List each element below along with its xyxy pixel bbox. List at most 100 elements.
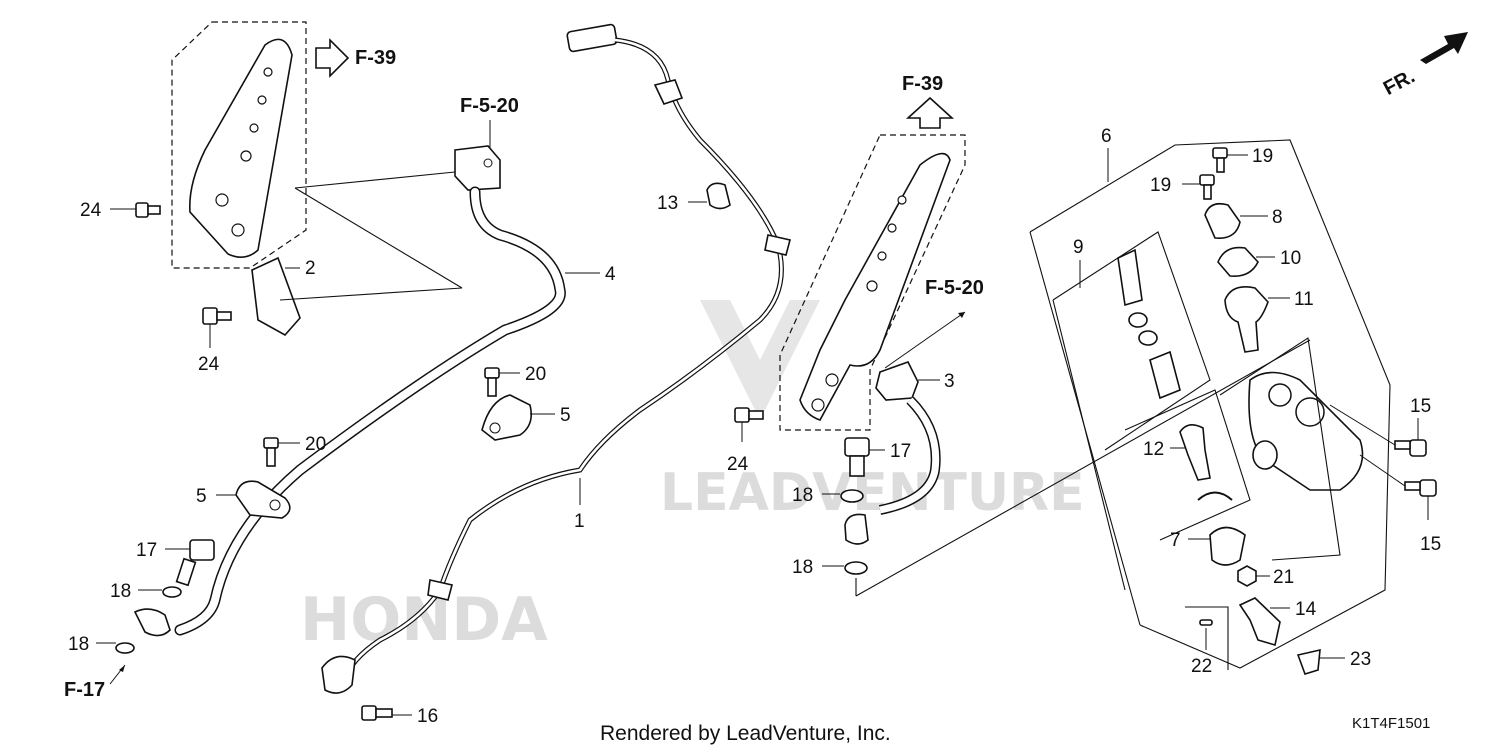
ref-f39-right: F-39 [902,73,943,95]
diaphragm-11 [1224,286,1269,353]
hose-joint-group: F-5-20 [279,95,519,301]
banjo-fitting-right [844,513,869,545]
master-cylinder-body [1248,371,1364,491]
bolt-16 [361,705,393,721]
callout-14: 14 [1295,599,1317,620]
watermark-brand: LEADVENTURE [660,463,1085,523]
sealing-washer-18d [844,561,868,575]
callout-5a: 5 [196,486,207,507]
direction-label: FR. [1380,65,1419,100]
callout-18b: 18 [68,634,89,655]
callout-21: 21 [1273,567,1294,588]
callout-1: 1 [574,511,585,532]
piston-icon [1149,350,1181,400]
brake-hose-3: 3 [844,361,955,545]
ref-f5-20-right: F-5-20 [925,277,984,299]
bolt-24-lower [202,307,232,325]
pin-bracket-line [1185,606,1229,670]
pin-22 [1199,619,1213,626]
front-direction: FR. [1380,32,1468,100]
callout-4: 4 [605,264,616,285]
ref-f39-top: F-39 [355,47,396,69]
callout-13: 13 [657,193,678,214]
footpeg-bracket-left [188,38,293,258]
arrow-front-icon [1420,32,1468,64]
callout-8: 8 [1272,207,1283,228]
screw-19-mid [1199,174,1215,200]
sealing-washer-18b [115,642,135,654]
ref-f17: F-17 [64,679,105,701]
callout-20a: 20 [305,434,326,455]
callout-11: 11 [1294,289,1314,310]
nut-21 [1237,565,1257,587]
boot-7 [1209,526,1246,566]
bolt-15-lower [1404,479,1437,497]
footer-credit: Rendered by LeadVenture, Inc. [600,722,891,745]
callout-18d: 18 [792,557,813,578]
callout-10: 10 [1280,248,1301,269]
kit-outline-7 [1124,389,1251,541]
right-bracket-group: F-39 24 F-5-20 [727,73,984,475]
arrow-f39-right-icon [905,96,955,129]
callout-5b: 5 [560,405,571,426]
bolt-20-left [263,437,279,467]
callout-7: 7 [1170,530,1181,551]
sealing-washer-18a [162,586,182,598]
screw-19-top [1212,147,1228,173]
bolt-15-upper [1394,439,1427,457]
bolt-24-right [734,407,764,423]
callout-24b: 24 [198,354,220,375]
callout-19a: 19 [1252,146,1273,167]
spring-icon [1117,248,1143,307]
callout-20b: 20 [525,364,546,385]
hose-joint-block [454,145,501,191]
plate-10 [1217,246,1259,278]
callout-15a: 15 [1410,396,1431,417]
callout-16: 16 [417,706,438,727]
callout-9: 9 [1073,237,1084,258]
wheel-speed-sensor-1: 1 [321,23,791,694]
banjo-bolt-17-left [175,539,215,587]
diagram-code: K1T4F1501 [1352,715,1430,732]
body-outline [1219,337,1341,561]
brake-hose-4: 4 F-17 [64,186,616,701]
watermark-logo-icon [700,300,820,420]
callout-17a: 17 [136,540,157,561]
callout-19b: 19 [1150,175,1171,196]
sealing-washer-18c [840,489,864,503]
callout-22: 22 [1191,656,1212,677]
callout-2: 2 [305,258,316,279]
hose-clamp-5-mid [481,394,533,441]
assembly-outline-6 [1029,139,1391,669]
sensor-head [321,655,356,694]
callout-6: 6 [1101,126,1112,147]
left-bracket-outline [171,21,307,269]
master-cylinder-guard [251,256,301,337]
clip-23 [1296,648,1321,675]
callout-3: 3 [944,371,955,392]
bolt-20-mid [484,367,500,397]
bolt-24-top [135,202,161,218]
master-cylinder-assembly: 6 9 8 10 11 19 [1029,126,1441,677]
callout-18c: 18 [792,485,813,506]
callout-15b: 15 [1420,534,1441,555]
wire-clip-13 [706,182,731,210]
callout-17b: 17 [890,441,911,462]
right-bracket-outline [779,134,966,431]
ref-f5-20-left: F-5-20 [460,95,519,117]
banjo-bolt-17-right [844,437,870,477]
watermark-make: HONDA [300,585,548,655]
hose-joint-3 [875,361,919,401]
banjo-fitting-left [133,608,171,637]
arrow-f39-top-icon [315,38,350,78]
callout-23: 23 [1350,649,1371,670]
hose-clamp-5-left [235,480,291,519]
watermark: LEADVENTURE HONDA [300,300,1085,655]
callout-24a: 24 [80,200,102,221]
bracket-14 [1238,597,1281,647]
left-bracket-group: F-39 24 24 2 [80,21,396,375]
callout-12: 12 [1143,439,1164,460]
reservoir-cap-8 [1204,202,1241,239]
pushrod-12 [1179,424,1211,481]
